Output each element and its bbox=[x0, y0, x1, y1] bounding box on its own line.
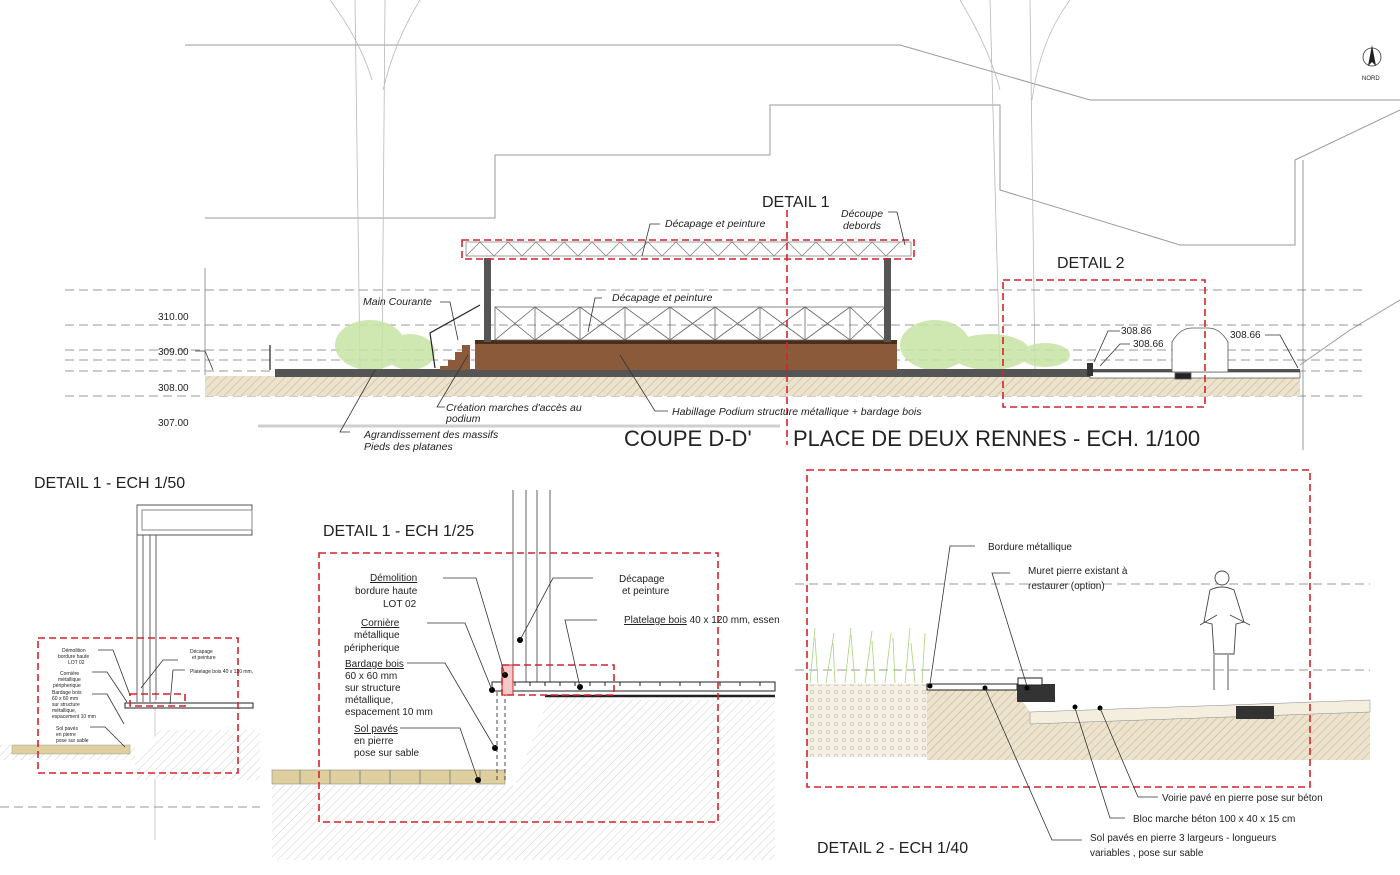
elevation-308: 308.00 bbox=[158, 383, 189, 394]
d150-note: et peinture bbox=[192, 655, 216, 661]
spot-level-308-86: 308.86 bbox=[1121, 326, 1152, 337]
podium bbox=[429, 239, 915, 370]
d125-bardage-5: espacement 10 mm bbox=[345, 707, 433, 718]
d125-demolition-1: Démolition bbox=[370, 573, 417, 584]
paving-strip bbox=[275, 369, 1300, 377]
d125-bardage-4: métallique, bbox=[345, 695, 393, 706]
d150-note: péripherique bbox=[53, 683, 81, 689]
d150-note: Sol pavés bbox=[56, 726, 78, 732]
cyclist bbox=[1199, 570, 1251, 690]
d150-note: LOT 02 bbox=[68, 660, 85, 666]
detail1-50-title: DETAIL 1 - ECH 1/50 bbox=[34, 475, 185, 492]
note-habillage: Habillage Podium structure métallique + … bbox=[672, 406, 922, 418]
grass bbox=[809, 627, 926, 684]
d125-bardage-3: sur structure bbox=[345, 683, 401, 694]
d125-platelage-rest: 40 x 120 mm, essen bbox=[687, 615, 780, 626]
d125-decapage-1: Décapage bbox=[619, 574, 665, 585]
note-marches-1: Création marches d'accès au bbox=[446, 402, 582, 414]
section-notes: DETAIL 1 DETAIL 2 Décapage et peinture D… bbox=[363, 194, 1200, 453]
detail2-tag: DETAIL 2 bbox=[1057, 255, 1125, 272]
d125-demolition-2: bordure haute bbox=[355, 586, 418, 597]
ground-fill bbox=[205, 376, 1300, 396]
north-arrow: NORD bbox=[1362, 45, 1382, 82]
spot-level-308-66-b: 308.66 bbox=[1230, 330, 1261, 341]
d150-note: Bardage bois bbox=[52, 690, 82, 696]
elevation-309: 309.00 bbox=[158, 347, 189, 358]
note-marches-2: podium bbox=[445, 413, 481, 425]
d2-bordure: Bordure métallique bbox=[988, 542, 1072, 553]
railing bbox=[494, 306, 886, 341]
note-decapage-roof: Décapage et peinture bbox=[665, 218, 766, 230]
car bbox=[1171, 327, 1229, 380]
roof-truss bbox=[465, 241, 912, 257]
detail1-25-title: DETAIL 1 - ECH 1/25 bbox=[323, 523, 474, 540]
d125-bardage-1: Bardage bois bbox=[345, 659, 404, 670]
note-massifs-2: Pieds des platanes bbox=[364, 441, 453, 453]
d125-platelage-u: Platelage bois bbox=[624, 615, 687, 626]
d150-note: Cornière bbox=[60, 671, 79, 677]
detail1-tag: DETAIL 1 bbox=[762, 194, 830, 211]
detail2-1-40: Bordure métallique Muret pierre existant… bbox=[795, 469, 1371, 859]
d125-demolition-3: LOT 02 bbox=[383, 599, 417, 610]
d150-note: Platelage bois 40 x 120 mm, bbox=[190, 669, 253, 675]
d2-muret-2: restaurer (option) bbox=[1028, 581, 1105, 592]
d125-sol-3: pose sur sable bbox=[354, 748, 419, 759]
d2-voirie: Voirie pavé en pierre pose sur béton bbox=[1162, 793, 1323, 804]
north-label: NORD bbox=[1362, 76, 1380, 82]
d125-corniere-1: Cornière bbox=[361, 618, 400, 629]
d150-note: pose sur sable bbox=[56, 738, 89, 744]
d2-sol-1: Sol pavés en pierre 3 largeurs - longueu… bbox=[1090, 833, 1276, 844]
d125-decapage-2: et peinture bbox=[622, 586, 670, 597]
note-massifs-1: Agrandissement des massifs bbox=[363, 429, 499, 441]
d150-note: métallique, bbox=[52, 708, 76, 714]
detail2-40-title: DETAIL 2 - ECH 1/40 bbox=[817, 840, 968, 857]
d150-note: sur structure bbox=[52, 702, 80, 708]
note-main-courante: Main Courante bbox=[363, 296, 432, 308]
section-title-right: PLACE DE DEUX RENNES - ECH. 1/100 bbox=[793, 426, 1200, 451]
plane-trees bbox=[329, 0, 1071, 371]
d150-note: en pierre bbox=[56, 732, 76, 738]
d150-note: bordure haute bbox=[58, 654, 89, 660]
section-title-left: COUPE D-D' bbox=[624, 426, 752, 451]
detail2-callout bbox=[1002, 279, 1206, 408]
d125-sol-1: Sol pavés bbox=[354, 724, 398, 735]
detail1-1-50: DETAIL 1 - ECH 1/50 Démolition bordure h… bbox=[0, 475, 260, 840]
note-decapage-railing: Décapage et peinture bbox=[612, 292, 713, 304]
elevation-labels: 310.00 309.00 308.00 307.00 308.86 308.6… bbox=[158, 312, 1261, 429]
shrubs bbox=[335, 320, 1070, 370]
d2-sol-2: variables , pose sur sable bbox=[1090, 848, 1204, 859]
d125-platelage: Platelage bois 40 x 120 mm, essen bbox=[624, 615, 780, 626]
d150-note: métallique bbox=[58, 677, 81, 683]
leaders-section bbox=[195, 211, 1299, 433]
elevation-307: 307.00 bbox=[158, 418, 189, 429]
d125-bardage-2: 60 x 60 mm bbox=[345, 671, 397, 682]
detail1-1-25: DETAIL 1 - ECH 1/25 Démolition bordure h… bbox=[271, 490, 780, 860]
d150-note: 60 x 60 mm bbox=[52, 696, 78, 702]
d150-note: Décapage bbox=[190, 649, 213, 655]
note-decoupe-2: debords bbox=[843, 220, 882, 232]
spot-level-308-66-a: 308.66 bbox=[1133, 339, 1164, 350]
d2-bloc: Bloc marche béton 100 x 40 x 15 cm bbox=[1133, 814, 1295, 825]
d2-muret-1: Muret pierre existant à bbox=[1028, 566, 1128, 577]
d125-corniere-2: métallique bbox=[354, 630, 400, 641]
d150-note: espacement 10 mm bbox=[52, 714, 96, 720]
d125-sol-2: en pierre bbox=[354, 736, 394, 747]
d150-note: Démolition bbox=[62, 648, 86, 654]
elevation-310: 310.00 bbox=[158, 312, 189, 323]
note-decoupe-1: Découpe bbox=[841, 208, 883, 220]
d125-corniere-3: péripherique bbox=[344, 643, 400, 654]
